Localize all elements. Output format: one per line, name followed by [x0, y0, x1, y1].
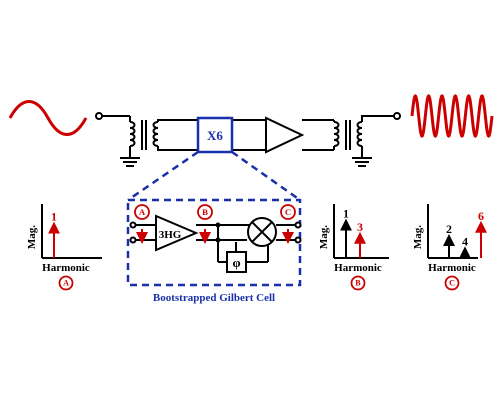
third-harmonic-generator-label: 3HG	[159, 229, 182, 241]
bootstrapped-cell-frame	[126, 198, 302, 287]
node-markers: A B C	[134, 204, 296, 244]
node-marker-b-circle	[197, 204, 213, 220]
spectrum-x-label: Harmonic	[42, 262, 90, 274]
power-amplifier	[265, 116, 305, 154]
third-harmonic-generator	[155, 214, 199, 252]
input-balun-secondary	[152, 121, 159, 147]
output-sine-path	[410, 94, 494, 138]
harmonic-label-1: 1	[343, 207, 349, 221]
output-sine-wave	[410, 94, 494, 138]
spectrum-x-label: Harmonic	[334, 262, 382, 274]
spectrum-node-label: C	[444, 275, 460, 291]
node-marker-c-text: C	[285, 207, 291, 217]
harmonic-label-4: 4	[462, 234, 468, 248]
harmonic-label-6: 6	[478, 209, 484, 223]
output-balun-secondary	[356, 121, 363, 147]
node-marker-b-text: B	[202, 207, 208, 217]
spectrum-y-label: Mag.	[412, 225, 424, 249]
harmonic-label-3: 3	[357, 220, 363, 234]
phase-shifter-label: φ	[232, 255, 240, 270]
input-sine-wave	[8, 100, 88, 136]
node-marker-b: B	[197, 204, 213, 220]
spectrum-node-label-circle	[350, 275, 366, 291]
spectrum-node-label: A	[58, 275, 74, 291]
node-marker-a-circle	[134, 204, 150, 220]
spectrum-node-label-circle	[58, 275, 74, 291]
harmonic-label-1: 1	[51, 210, 57, 224]
spectrum-node-label-text: B	[355, 279, 361, 288]
mixer-cross-icon	[251, 221, 273, 243]
phase-shifter-block	[226, 251, 247, 273]
output-balun-primary	[333, 121, 340, 147]
node-marker-a-text: A	[139, 207, 146, 217]
node-marker-c-circle	[280, 204, 296, 220]
spectrum-node-label-text: A	[63, 279, 69, 288]
spectrum-node-label: B	[350, 275, 366, 291]
spectrum-node-label-circle	[444, 275, 460, 291]
bootstrapped-cell-caption: Bootstrapped Gilbert Cell	[153, 292, 275, 304]
spectrum-x-label: Harmonic	[428, 262, 476, 274]
cell-expansion-lines	[127, 150, 301, 202]
multiplier-label: X6	[207, 128, 223, 143]
input-balun-primary	[129, 121, 136, 147]
multiplier-block	[196, 116, 234, 154]
spectrum-y-label: Mag.	[26, 225, 38, 249]
node-marker-a: A	[134, 204, 150, 220]
node-marker-c: C	[280, 204, 296, 220]
top-signal-chain	[95, 112, 401, 167]
spectrum-node-label-text: C	[449, 279, 455, 288]
harmonic-label-2: 2	[446, 222, 452, 236]
spectrum-y-label: Mag.	[318, 225, 330, 249]
